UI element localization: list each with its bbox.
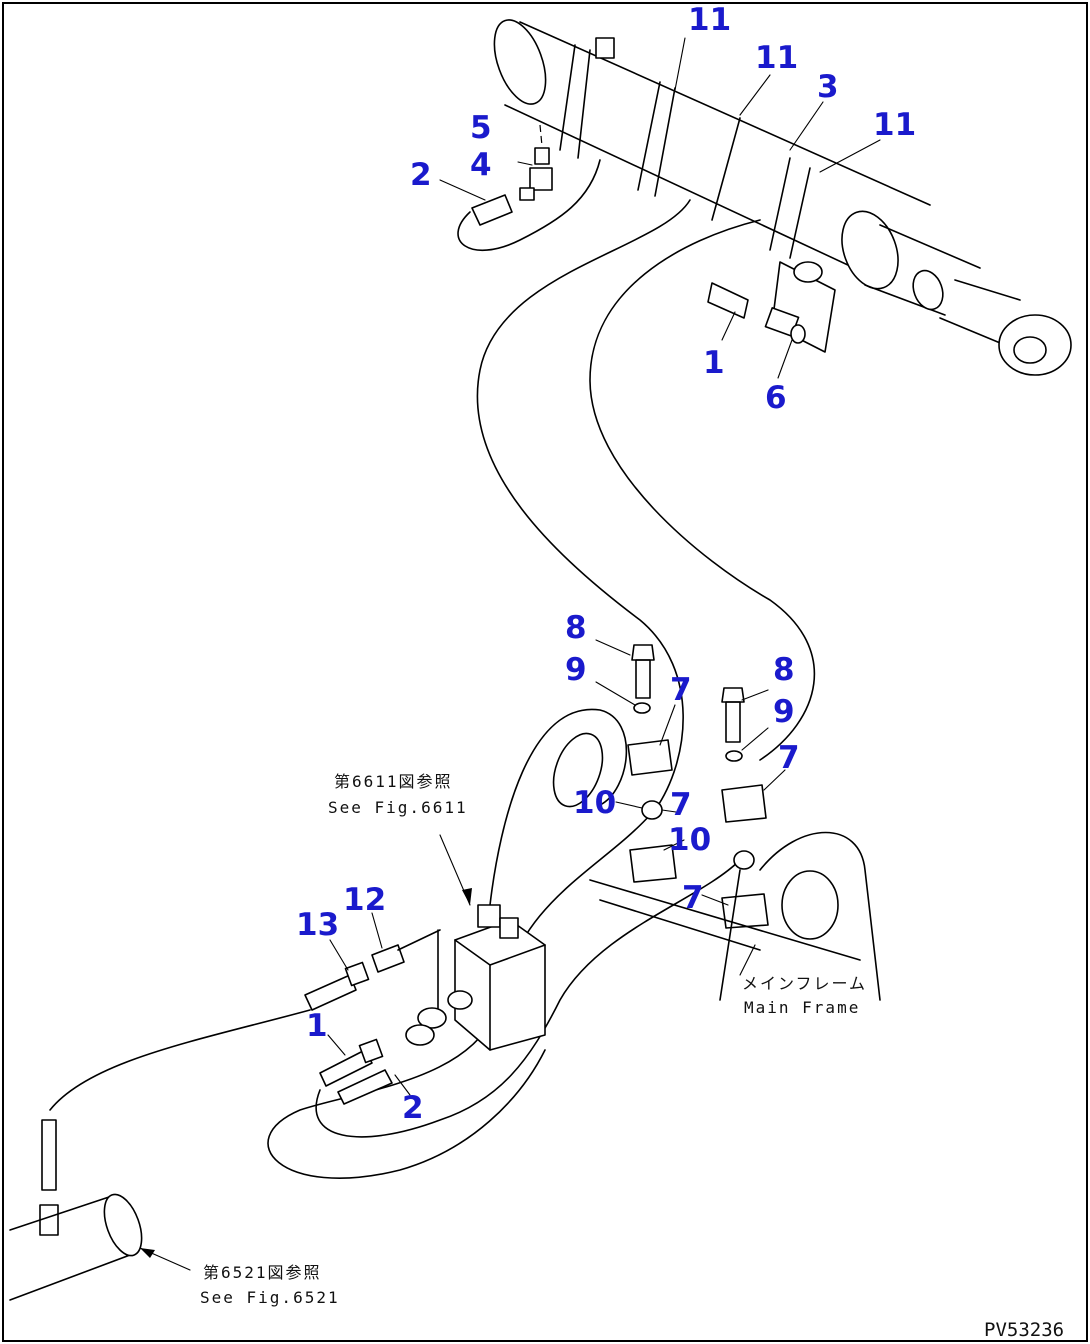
ref-fig-6611-en: See Fig.6611 (328, 798, 468, 817)
ref-fig-6611-jp: 第6611図参照 (334, 772, 453, 791)
drawing-number: PV53236 (984, 1319, 1064, 1341)
main-frame-jp: メインフレーム (742, 974, 867, 993)
callout-10: 10 (573, 785, 616, 821)
valve-fittings (304, 929, 441, 1105)
main-frame-en: Main Frame (744, 998, 860, 1017)
reference-notes: 第6611図参照 See Fig.6611 メインフレーム Main Frame… (200, 772, 1064, 1341)
hose-fitting-top (457, 159, 601, 251)
callout-13: 13 (296, 907, 339, 943)
callout-8: 8 (565, 610, 587, 646)
elbow-fitting-top (519, 124, 553, 201)
bottom-pipe (9, 1119, 143, 1301)
callout-3: 3 (817, 69, 839, 105)
main-frame-bracket (589, 831, 881, 1001)
arrowhead (140, 1248, 155, 1258)
ref-fig-6521-jp: 第6521図参照 (203, 1263, 322, 1282)
ref-fig-6521-en: See Fig.6521 (200, 1288, 340, 1307)
hose-fitting-cylinder-bottom (707, 282, 806, 344)
callout-7: 7 (682, 880, 704, 916)
callout-10: 10 (668, 822, 711, 858)
callout-11: 11 (873, 107, 916, 143)
callout-5: 5 (470, 110, 492, 146)
callout-7: 7 (778, 740, 800, 776)
callout-6: 6 (765, 380, 787, 416)
callout-2: 2 (402, 1090, 424, 1126)
callout-1: 1 (703, 345, 725, 381)
leader-lines (139, 37, 881, 1271)
callout-numbers: 11 11 3 11 5 4 2 1 6 8 9 7 8 9 7 10 7 10… (296, 2, 916, 1126)
callout-7: 7 (670, 787, 692, 823)
clamp-assembly-right (721, 687, 769, 929)
hydraulic-cylinder (493, 19, 1072, 376)
clamp-assembly-left (627, 644, 677, 883)
callout-9: 9 (565, 652, 587, 688)
callout-4: 4 (470, 147, 492, 183)
hose-lines (49, 199, 816, 1179)
callout-12: 12 (343, 882, 386, 918)
callout-11: 11 (688, 2, 731, 38)
callout-9: 9 (773, 694, 795, 730)
callout-2: 2 (410, 157, 432, 193)
callout-11: 11 (755, 40, 798, 76)
callout-8: 8 (773, 652, 795, 688)
callout-1: 1 (306, 1008, 328, 1044)
callout-7: 7 (670, 672, 692, 708)
control-valve (405, 904, 546, 1051)
arrowhead (462, 888, 472, 905)
